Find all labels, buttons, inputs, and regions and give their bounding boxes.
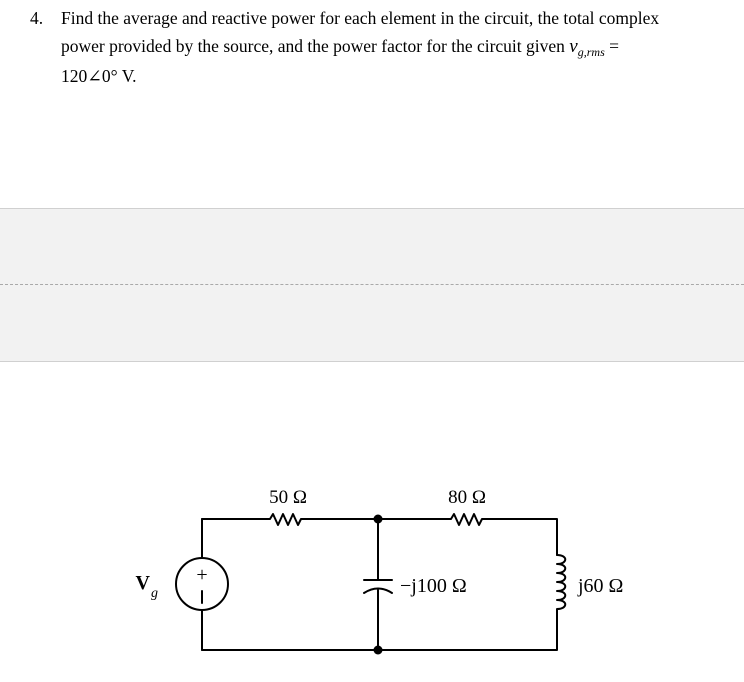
problem-line-2: power provided by the source, and the po… xyxy=(61,32,742,62)
inductor-j60-ohm xyxy=(556,554,567,612)
resistor-50-ohm xyxy=(201,513,379,526)
answer-band xyxy=(0,208,744,362)
top-node-dot xyxy=(373,514,383,524)
problem-text: Find the average and reactive power for … xyxy=(61,4,742,90)
inductor-label: j60 Ω xyxy=(577,575,623,597)
problem-line-3: 120∠0° V. xyxy=(61,66,137,86)
bottom-wire xyxy=(201,610,558,651)
problem-statement: 4. Find the average and reactive power f… xyxy=(30,4,742,90)
source-label-main: V xyxy=(136,572,151,594)
source-voltage-subscript: g,rms xyxy=(577,45,605,59)
bottom-node-dot xyxy=(373,645,383,655)
problem-number: 4. xyxy=(30,8,44,28)
source-plus-sign: + xyxy=(196,564,207,586)
r1-label: 50 Ω xyxy=(269,487,307,508)
capacitor-label: −j100 Ω xyxy=(400,575,467,597)
capacitor-plate-bottom xyxy=(363,587,393,594)
resistor-80-ohm xyxy=(377,513,558,556)
problem-line-1: Find the average and reactive power for … xyxy=(61,8,660,28)
r2-label: 80 Ω xyxy=(448,487,486,508)
source-label-sub: g xyxy=(151,586,158,601)
dashed-divider xyxy=(0,284,744,285)
source-voltage-variable: v xyxy=(569,36,578,57)
voltage-source-circle xyxy=(175,557,229,611)
equals-sign: = xyxy=(604,36,619,56)
problem-line-2-text: power provided by the source, and the po… xyxy=(61,36,570,56)
